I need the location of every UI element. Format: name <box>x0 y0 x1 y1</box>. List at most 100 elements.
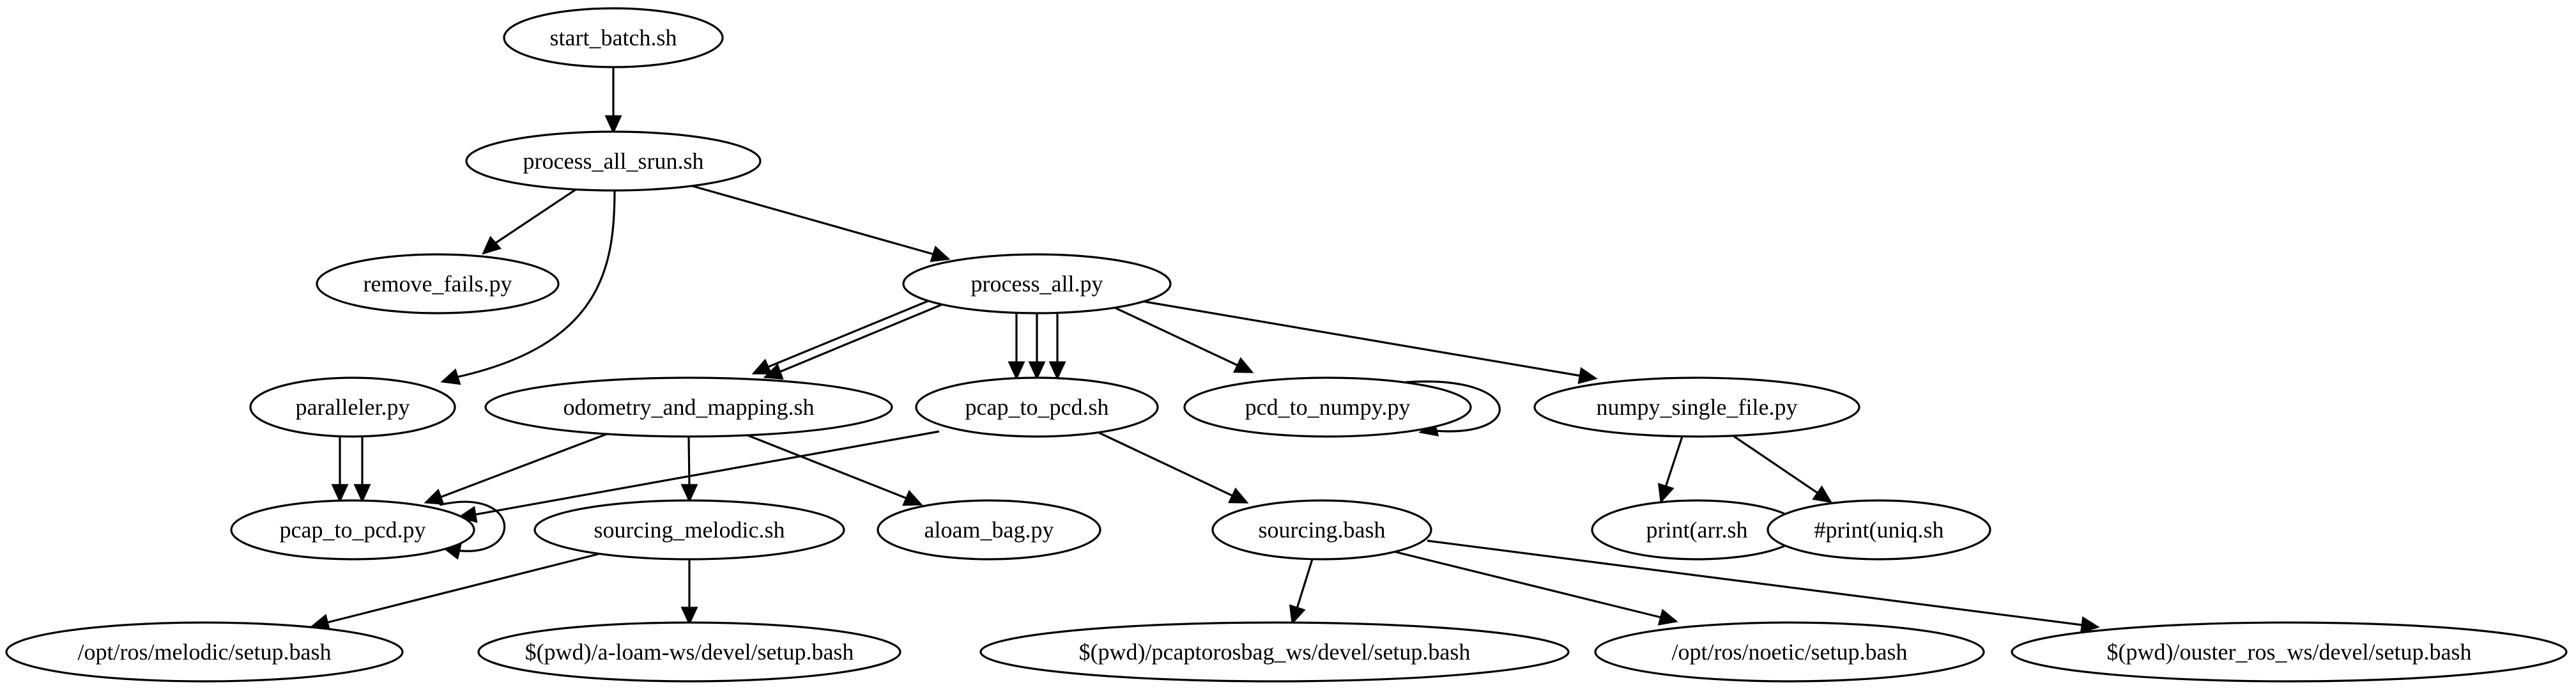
node-label: pcap_to_pcd.sh <box>965 394 1109 420</box>
node-label: remove_fails.py <box>364 271 512 297</box>
edge-sourcing_bash-to-pwd_ouster <box>1427 539 2100 634</box>
node-label: aloam_bag.py <box>924 517 1054 543</box>
edge-arrowhead <box>604 115 622 134</box>
node-aloam-bag: aloam_bag.py <box>877 499 1101 561</box>
edge-process_all-to-pcd_to_numpy <box>1114 306 1254 373</box>
edge-arrowhead <box>1657 608 1678 626</box>
edges-layer <box>310 67 2100 634</box>
node-pwd-aloam: $(pwd)/a-loam-ws/devel/setup.bash <box>477 621 901 683</box>
node-pwd-pcaptorosbag: $(pwd)/pcaptorosbag_ws/devel/setup.bash <box>979 621 1570 683</box>
node-odometry-and-mapping: odometry_and_mapping.sh <box>484 376 893 438</box>
edge-odometry_and_mapping-to-aloam_bag <box>747 434 923 506</box>
edge-line <box>766 299 930 369</box>
edge-process_all_srun-to-remove_fails <box>482 188 577 255</box>
edge-sourcing_melodic-to-opt_ros_melodic <box>310 552 601 631</box>
node-label: process_all_srun.sh <box>523 148 704 174</box>
edge-arrowhead <box>680 484 698 503</box>
edge-line <box>1405 380 1501 433</box>
edge-line <box>440 433 608 499</box>
edge-arrowhead <box>1228 487 1249 504</box>
edge-arrowhead <box>763 363 784 380</box>
edge-line <box>475 430 940 516</box>
node-ellipse <box>1767 499 1991 561</box>
node-opt-ros-noetic: /opt/ros/noetic/setup.bash <box>1594 621 1985 683</box>
node-label: $(pwd)/pcaptorosbag_ws/devel/setup.bash <box>1079 639 1471 665</box>
edge-arrowhead <box>1028 361 1046 380</box>
node-process-all: process_all.py <box>902 253 1172 314</box>
node-pcd-to-numpy: pcd_to_numpy.py <box>1183 376 1472 438</box>
node-ellipse <box>1533 376 1860 438</box>
edge-sourcing_melodic-to-pwd_aloam <box>680 559 698 626</box>
edge-arrowhead <box>1233 357 1254 373</box>
node-ellipse <box>1183 376 1472 438</box>
edge-arrowhead <box>680 607 698 626</box>
edge-paralleler-to-pcap_to_pcd_py <box>331 437 349 503</box>
edge-arrowhead <box>440 368 461 385</box>
edge-process_all_srun-to-paralleler <box>440 190 616 385</box>
node-ellipse <box>249 376 456 438</box>
edge-arrowhead <box>751 359 772 375</box>
edge-line <box>1296 559 1314 609</box>
node-ellipse <box>503 7 724 68</box>
node-ellipse <box>316 253 560 314</box>
edge-process_all-to-pcap_to_pcd_sh <box>1048 313 1066 380</box>
edge-line <box>1427 539 2083 626</box>
edge-odometry_and_mapping-to-sourcing_melodic <box>680 436 698 503</box>
node-ellipse <box>979 621 1570 683</box>
edge-line <box>1137 299 1581 377</box>
edge-line <box>493 188 577 245</box>
node-pwd-ouster: $(pwd)/ouster_ros_ws/devel/setup.bash <box>2011 621 2568 683</box>
edge-line <box>1393 550 1662 619</box>
node-ellipse <box>465 130 762 192</box>
node-sourcing-melodic: sourcing_melodic.sh <box>533 499 845 561</box>
edge-sourcing_bash-to-opt_ros_noetic <box>1393 550 1678 626</box>
edge-arrowhead <box>1657 483 1675 504</box>
node-ellipse <box>230 499 475 561</box>
edge-arrowhead <box>353 484 371 503</box>
node-ellipse <box>533 499 845 561</box>
edge-process_all-to-pcap_to_pcd_sh <box>1008 313 1025 380</box>
edge-process_all-to-odometry_and_mapping <box>751 299 930 375</box>
node-ellipse <box>915 376 1159 438</box>
node-label: sourcing.bash <box>1259 517 1386 543</box>
node-label: #print(uniq.sh <box>1814 517 1944 543</box>
edge-line <box>1664 436 1683 488</box>
edge-arrowhead <box>930 245 951 263</box>
node-label: start_batch.sh <box>550 25 677 50</box>
edge-process_all-to-odometry_and_mapping <box>763 302 945 380</box>
edge-line <box>779 302 945 373</box>
edge-arrowhead <box>902 490 923 506</box>
node-label: odometry_and_mapping.sh <box>564 394 815 420</box>
node-label: /opt/ros/melodic/setup.bash <box>78 639 332 665</box>
edge-line <box>1098 431 1234 497</box>
node-ellipse <box>2011 621 2568 683</box>
edge-pcap_to_pcd_sh-to-sourcing_bash <box>1098 431 1249 504</box>
nodes-layer: start_batch.sh process_all_srun.sh remove_… <box>5 7 2568 683</box>
edge-line <box>326 552 601 624</box>
edge-arrowhead <box>1577 367 1598 384</box>
edge-process_all-to-pcap_to_pcd_sh <box>1028 313 1046 380</box>
node-pcap-to-pcd-py: pcap_to_pcd.py <box>230 499 475 561</box>
edge-odometry_and_mapping-to-pcap_to_pcd_py <box>424 433 608 505</box>
node-start-batch: start_batch.sh <box>503 7 724 68</box>
node-label: pcap_to_pcd.py <box>280 517 426 543</box>
edge-arrowhead <box>1008 361 1025 380</box>
edge-line <box>1114 306 1239 367</box>
edge-line <box>689 184 935 256</box>
edge-sourcing_bash-to-pwd_pcaptorosbag <box>1289 559 1314 625</box>
node-ellipse <box>5 621 404 683</box>
edge-arrowhead <box>1812 485 1833 504</box>
edge-line <box>439 500 506 552</box>
node-ellipse <box>1594 621 1985 683</box>
node-label: $(pwd)/ouster_ros_ws/devel/setup.bash <box>2107 639 2472 665</box>
edge-numpy_single_file-to-print_arr <box>1657 436 1683 504</box>
node-ellipse <box>902 253 1172 314</box>
node-sourcing-bash: sourcing.bash <box>1211 499 1432 561</box>
edge-arrowhead <box>331 484 349 503</box>
node-label: process_all.py <box>971 271 1103 297</box>
node-label: paralleler.py <box>296 394 410 420</box>
node-print-arr: print(arr.sh <box>1591 499 1803 561</box>
node-ellipse <box>877 499 1101 561</box>
edge-arrowhead <box>424 488 445 505</box>
